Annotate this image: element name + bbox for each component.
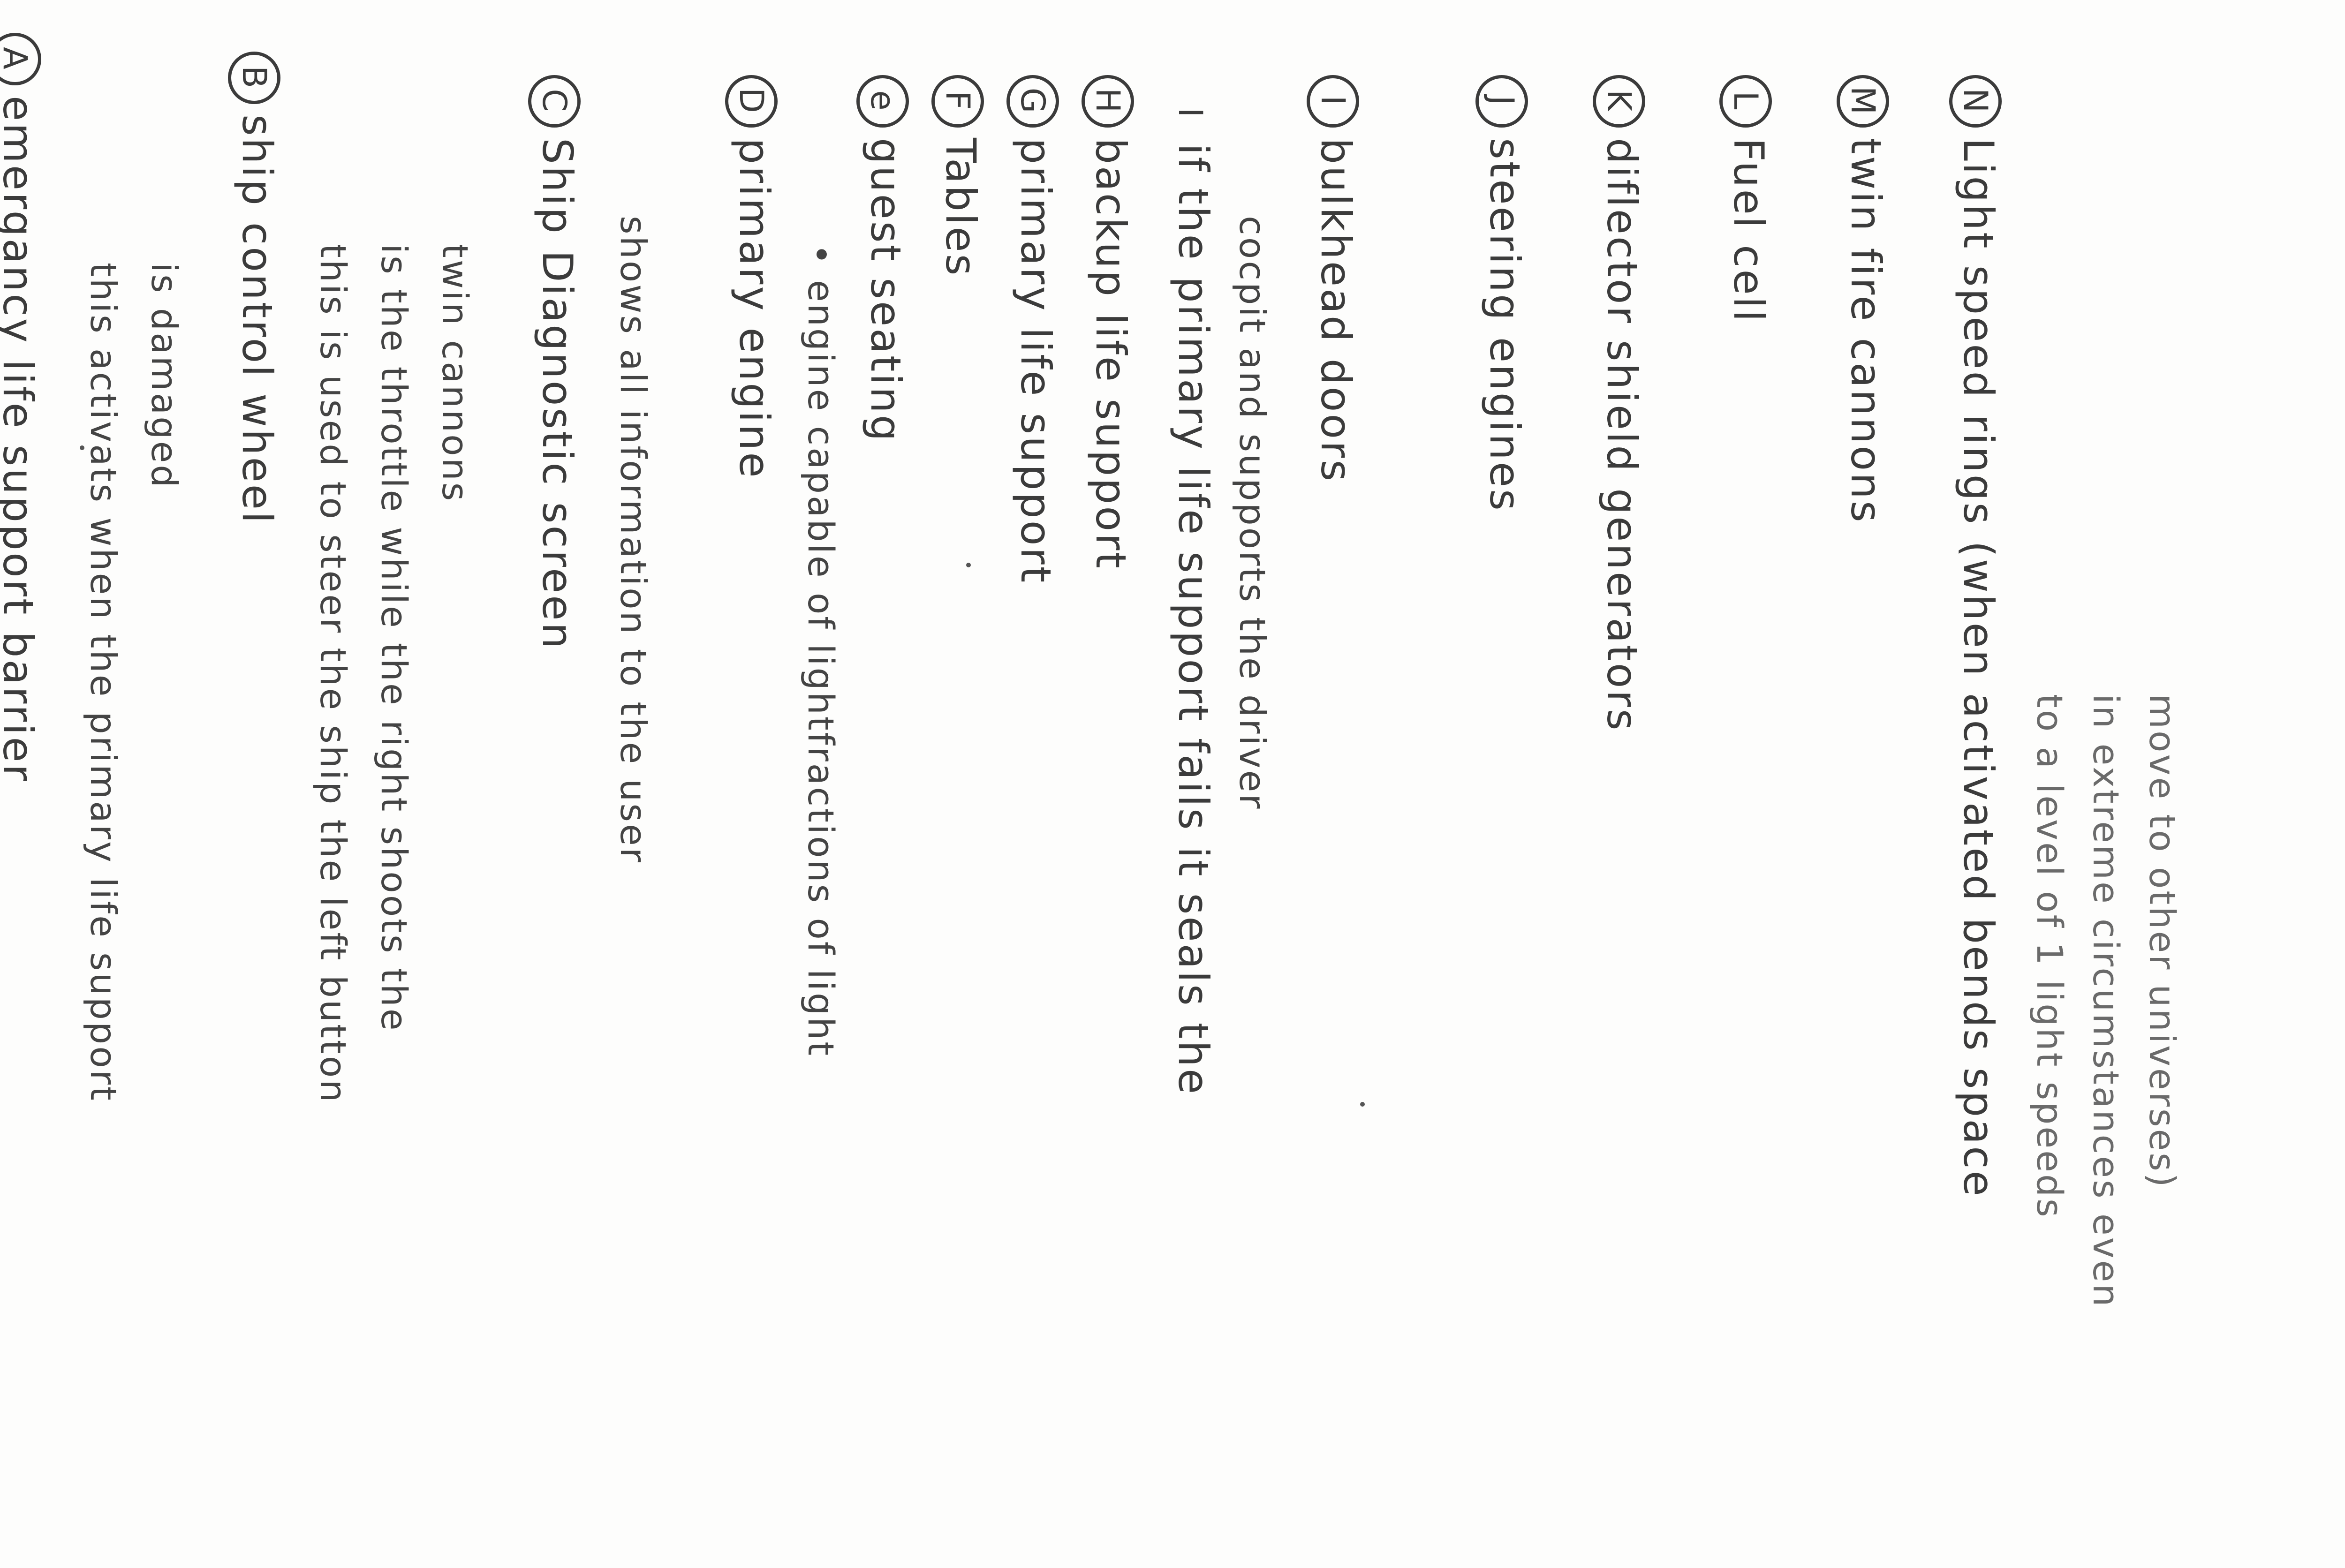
note-n: N Light speed rings (when activated bends… bbox=[1949, 75, 2003, 1198]
note-i2: Ibulkhead doors bbox=[1307, 75, 1361, 483]
note-i: Iif the primary life support fails it se… bbox=[1169, 94, 1218, 1096]
note-b-detail-3: twin cannons bbox=[434, 244, 476, 503]
note-g-text: primary life support bbox=[1012, 138, 1060, 585]
bullet-dot-icon: • bbox=[800, 244, 842, 280]
note-j-text: steering engines bbox=[1481, 138, 1529, 513]
note-e: e guest seating bbox=[856, 75, 910, 443]
note-h: Hbackup life support bbox=[1082, 75, 1135, 570]
note-d: Dprimary engine bbox=[725, 75, 779, 480]
marker-j: J bbox=[1475, 75, 1528, 128]
note-n-detail-1: to a level of 1 light speeds bbox=[2029, 694, 2071, 1219]
note-j: Jsteering engines bbox=[1475, 75, 1529, 513]
marker-b: B bbox=[228, 52, 280, 104]
marker-k: K bbox=[1593, 75, 1645, 128]
note-n-detail-2: in extreme circumstances even bbox=[2085, 694, 2127, 1309]
marker-n: N bbox=[1949, 75, 2002, 128]
marker-d: D bbox=[725, 75, 778, 128]
note-l-text: Fuel cell bbox=[1725, 138, 1773, 324]
note-b-detail-2: is the throttle while the right shoots t… bbox=[373, 244, 415, 1033]
note-d-detail-text: engine capable of lightfractions of ligh… bbox=[800, 280, 842, 1058]
marker-i2: I bbox=[1307, 75, 1359, 128]
marker-e: e bbox=[856, 75, 909, 128]
note-n-detail-3: move to other universes) bbox=[2141, 694, 2183, 1189]
marker-g: G bbox=[1006, 75, 1059, 128]
note-f-text: Tables bbox=[937, 138, 985, 278]
note-k-text: diflector shield generators bbox=[1598, 138, 1647, 732]
marker-a: A bbox=[0, 33, 41, 85]
note-c-text: Ship Diagnostic screen bbox=[533, 138, 582, 651]
note-b-text: ship control wheel bbox=[233, 114, 282, 525]
note-b: Bship control wheel bbox=[228, 52, 282, 525]
paper-speck bbox=[966, 563, 971, 567]
note-c-detail-1: shows all information to the user bbox=[613, 216, 654, 865]
note-d-detail-1: • engine capable of lightfractions of li… bbox=[800, 244, 842, 1058]
paper-speck bbox=[80, 445, 84, 450]
note-f: F Tables bbox=[931, 75, 985, 278]
marker-l: L bbox=[1719, 75, 1772, 128]
note-k: Kdiflector shield generators bbox=[1593, 75, 1647, 732]
paper-speck bbox=[1360, 1102, 1365, 1107]
marker-h: H bbox=[1082, 75, 1134, 128]
note-a: Aemergancy life support barrier bbox=[0, 33, 43, 783]
marker-i: I bbox=[1171, 107, 1210, 120]
marker-m: M bbox=[1837, 75, 1889, 128]
note-i2-text: bulkhead doors bbox=[1312, 138, 1361, 483]
marker-c: C bbox=[528, 75, 581, 128]
note-a-detail-1: this activats when the primary life supp… bbox=[83, 263, 124, 1102]
note-m-text: twin fire cannons bbox=[1842, 138, 1891, 524]
note-c: C Ship Diagnostic screen bbox=[528, 75, 582, 651]
note-i-text: if the primary life support fails it sea… bbox=[1169, 143, 1218, 1096]
note-h-text: backup life support bbox=[1087, 138, 1135, 570]
note-d-text: primary engine bbox=[730, 138, 779, 480]
note-m: Mtwin fire cannons bbox=[1837, 75, 1891, 524]
note-e-text: guest seating bbox=[862, 138, 910, 443]
note-l: L Fuel cell bbox=[1719, 75, 1773, 324]
note-a-text: emergancy life support barrier bbox=[0, 96, 43, 783]
note-g: Gprimary life support bbox=[1006, 75, 1060, 585]
note-a-detail-2: is damaged bbox=[144, 263, 185, 490]
note-n-text: Light speed rings (when activated bends … bbox=[1954, 138, 2003, 1198]
note-b-detail-1: this is used to steer the ship the left … bbox=[312, 244, 354, 1104]
marker-f: F bbox=[931, 75, 984, 128]
note-i-detail-1: cocpit and supports the driver bbox=[1232, 216, 1273, 811]
